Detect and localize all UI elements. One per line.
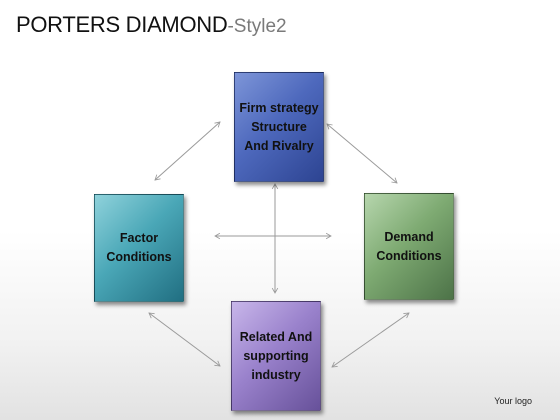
firm-strategy-label: Firm strategy Structure And Rivalry — [239, 100, 319, 153]
factor-conditions-box: Factor Conditions — [94, 194, 184, 302]
arrow-bottom-left — [148, 312, 221, 367]
related-industry-label: Related And supporting industry — [239, 329, 313, 382]
demand-conditions-box: Demand Conditions — [364, 193, 454, 300]
title-sub: -Style2 — [227, 16, 287, 37]
firm-strategy-box: Firm strategy Structure And Rivalry — [234, 72, 324, 182]
arrow-top-right — [326, 123, 398, 184]
factor-conditions-label: Factor Conditions — [106, 231, 172, 264]
arrow-top-left — [154, 121, 221, 181]
related-industry-box: Related And supporting industry — [231, 301, 321, 411]
demand-conditions-label: Demand Conditions — [376, 229, 442, 263]
arrow-bottom-right — [331, 312, 410, 368]
title-main: PORTERS DIAMOND — [16, 12, 228, 37]
page-title: PORTERS DIAMOND-Style2 — [16, 6, 287, 42]
logo-placeholder: Your logo — [494, 396, 532, 406]
